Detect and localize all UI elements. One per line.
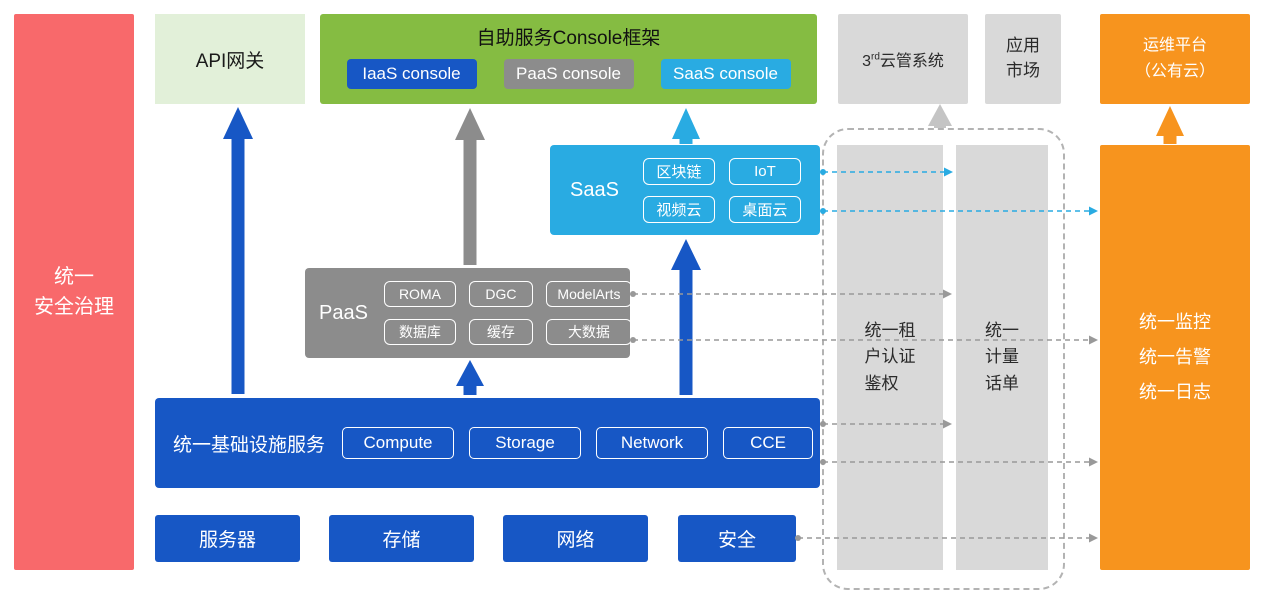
hardware-security-label: 安全 [717,530,756,551]
saas-service-desktop-cloud: 桌面云 [728,195,801,223]
tenant-auth-label: 统一租 户认证 鉴权 [864,320,916,393]
paas-service-label: 数据库 [398,324,441,340]
monitoring-label: 统一监控 统一告警 统一日志 [1139,311,1211,403]
monitoring-box: 统一监控 统一告警 统一日志 [1100,145,1250,570]
hardware-server-box: 服务器 [155,515,300,562]
saas-console-box: SaaS console [660,59,791,89]
saas-layer-box: SaaS 区块链 IoT 视频云 桌面云 [550,145,820,235]
arrow-infra-to-paas [456,360,484,395]
paas-service-label: 大数据 [567,324,610,340]
api-gateway-box: API网关 [155,14,305,104]
infra-service-label: CCE [750,433,786,452]
saas-console-label: SaaS console [673,64,778,83]
paas-service-database: 数据库 [383,319,456,345]
paas-layer-box: PaaS ROMA DGC ModelArts 数据库 缓存 大数据 [305,268,632,358]
arrow-infra-to-saas [671,239,701,395]
saas-service-label: 视频云 [656,201,702,219]
arrow-saas-to-saas-console [672,108,700,144]
app-market-box: 应用 市场 [985,14,1061,104]
paas-service-bigdata: 大数据 [545,319,632,345]
infrastructure-services: Compute Storage Network CCE [342,427,814,459]
console-framework-title: 自助服务Console框架 [476,28,661,49]
metering-pillar: 统一 计量 话单 [956,145,1048,570]
infra-service-compute: Compute [342,427,455,459]
paas-service-cache: 缓存 [468,319,533,345]
console-framework-box: 自助服务Console框架 IaaS console PaaS console … [320,14,817,104]
infra-service-label: Network [620,433,684,452]
paas-console-box: PaaS console [503,59,634,89]
infra-service-label: Compute [363,433,433,452]
paas-service-label: ROMA [398,286,441,302]
hardware-security-box: 安全 [678,515,796,562]
infrastructure-box: 统一基础设施服务 Compute Storage Network CCE [155,398,820,488]
cloud-mgmt-system-label: 3rd云管系统 [862,47,944,71]
infrastructure-label: 统一基础设施服务 [173,434,326,456]
infra-service-storage: Storage [469,427,582,459]
arrow-container-to-cloud-mgmt [928,104,952,128]
om-platform-label: 运维平台 （公有云） [1134,37,1215,80]
cloud-mgmt-suffix: 云管系统 [879,53,944,70]
common-services-container [822,128,1065,590]
saas-service-blockchain: 区块链 [642,157,715,185]
infra-service-network: Network [596,427,709,459]
arrow-paas-to-console [455,108,485,265]
paas-service-label: ModelArts [557,286,621,302]
paas-service-roma: ROMA [383,281,456,307]
tenant-auth-pillar: 统一租 户认证 鉴权 [837,145,943,570]
api-gateway-label: API网关 [195,50,265,72]
arrow-monitoring-to-om-platform [1156,106,1184,144]
hardware-network-label: 网络 [556,530,595,551]
paas-service-label: 缓存 [486,324,515,340]
paas-layer-label: PaaS [319,301,368,324]
iaas-console-box: IaaS console [346,59,477,89]
hardware-server-label: 服务器 [198,530,256,551]
hardware-storage-box: 存储 [329,515,474,562]
security-governance-label: 统一 安全治理 [34,266,114,318]
metering-label: 统一 计量 话单 [985,320,1019,393]
saas-layer-label: SaaS [570,178,619,201]
infra-service-label: Storage [495,433,555,452]
paas-service-dgc: DGC [468,281,533,307]
console-row: IaaS console PaaS console SaaS console [346,59,791,89]
app-market-label: 应用 市场 [1006,36,1040,80]
paas-services: ROMA DGC ModelArts 数据库 缓存 大数据 [383,281,632,345]
saas-services: 区块链 IoT 视频云 桌面云 [642,157,801,223]
hardware-storage-label: 存储 [382,530,421,551]
hardware-network-box: 网络 [503,515,648,562]
saas-service-label: 区块链 [656,163,702,181]
saas-service-label: IoT [754,162,776,180]
paas-service-modelarts: ModelArts [545,281,632,307]
paas-console-label: PaaS console [516,64,621,83]
arrow-infra-to-api-gateway [223,107,253,394]
cloud-mgmt-sup: rd [870,51,880,63]
security-governance-bar: 统一 安全治理 [14,14,134,570]
cloud-mgmt-prefix: 3 [862,53,871,70]
saas-service-label: 桌面云 [742,201,788,219]
paas-service-label: DGC [485,286,517,302]
infra-service-cce: CCE [723,427,814,459]
iaas-console-label: IaaS console [362,64,461,83]
saas-service-iot: IoT [728,157,801,185]
om-platform-box: 运维平台 （公有云） [1100,14,1250,104]
saas-service-video-cloud: 视频云 [642,195,715,223]
cloud-mgmt-system-box: 3rd云管系统 [838,14,968,104]
